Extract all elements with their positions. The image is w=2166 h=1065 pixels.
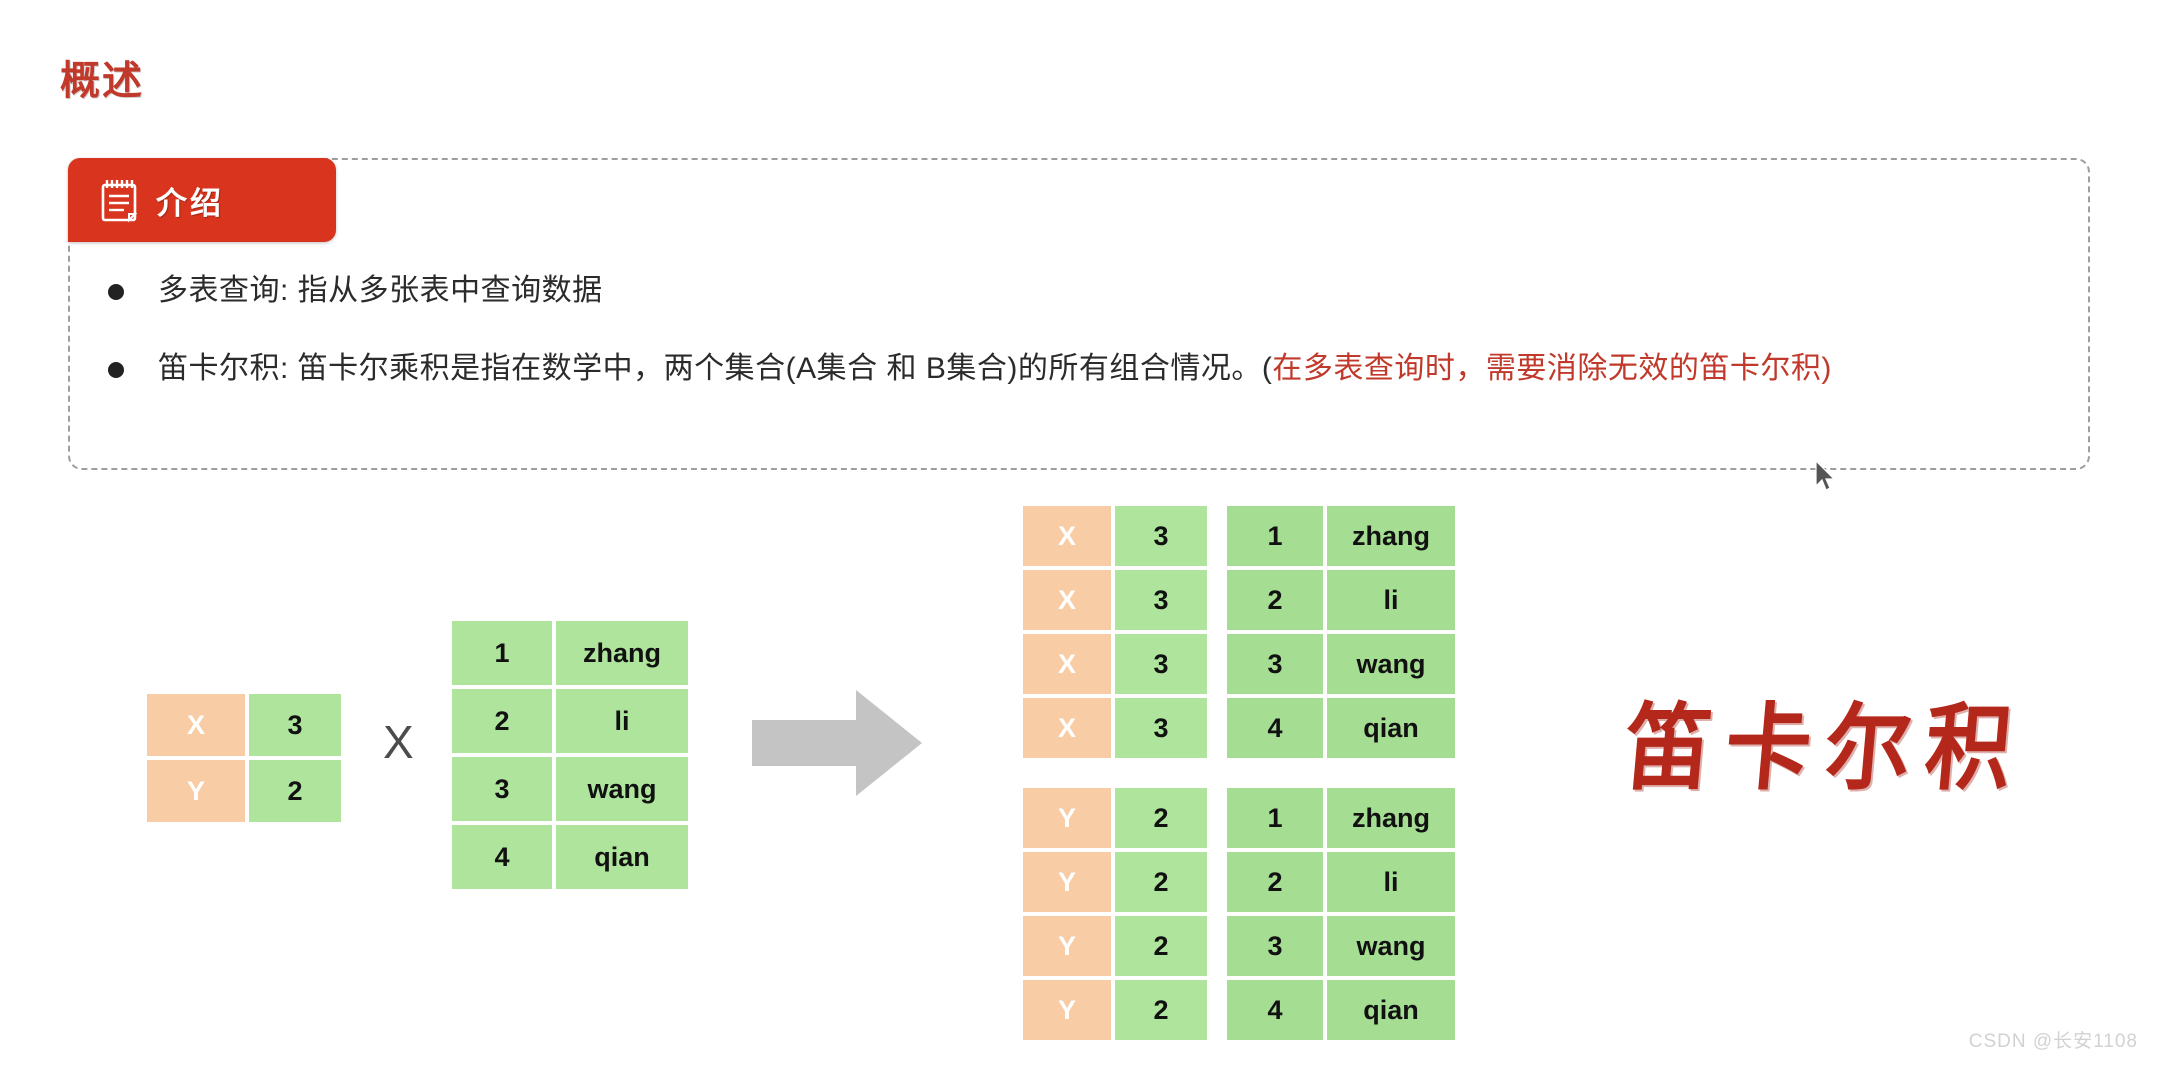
table-row: Y 2: [147, 760, 341, 822]
cell-value: 3: [1115, 506, 1207, 566]
table-row: 3 wang: [452, 757, 688, 821]
table-row: 2 li: [452, 689, 688, 753]
cell-value: 2: [1115, 980, 1207, 1040]
intro-callout-box: 介绍 多表查询: 指从多张表中查询数据 笛卡尔积: 笛卡尔乘积是指在数学中，两个…: [68, 158, 2090, 470]
table-row: Y 2 2 li: [1023, 852, 1455, 912]
cell-name: qian: [556, 825, 688, 889]
cell-key: X: [147, 694, 245, 756]
cell-key: Y: [1023, 916, 1111, 976]
cell-key: X: [1023, 698, 1111, 758]
list-item: 笛卡尔积: 笛卡尔乘积是指在数学中，两个集合(A集合 和 B集合)的所有组合情况…: [108, 350, 2068, 388]
cell-name: li: [556, 689, 688, 753]
bullet-dot-icon: [108, 361, 124, 378]
result-block-x: X 3 1 zhang X 3 2 li X 3: [1023, 506, 1455, 758]
cell-name: wang: [556, 757, 688, 821]
cell-key: Y: [1023, 852, 1111, 912]
cell-name: zhang: [556, 621, 688, 685]
cell-name: li: [1327, 852, 1455, 912]
cell-name: zhang: [1327, 788, 1455, 848]
cell-id: 2: [452, 689, 552, 753]
table-row: X 3 3 wang: [1023, 634, 1455, 694]
table-row: 4 qian: [452, 825, 688, 889]
right-arrow-icon: [752, 690, 922, 796]
table-row: X 3: [147, 694, 341, 756]
list-item: 多表查询: 指从多张表中查询数据: [108, 272, 2068, 310]
cell-name: wang: [1327, 634, 1455, 694]
result-block-y: Y 2 1 zhang Y 2 2 li Y 2: [1023, 788, 1455, 1040]
cartesian-product-table: X 3 1 zhang X 3 2 li X 3: [1023, 506, 1455, 1040]
table-row: X 3 4 qian: [1023, 698, 1455, 758]
intro-badge: 介绍: [68, 158, 336, 242]
table-row: Y 2 1 zhang: [1023, 788, 1455, 848]
bullet-dot-icon: [108, 284, 124, 300]
cell-key: X: [1023, 634, 1111, 694]
cell-name: qian: [1327, 980, 1455, 1040]
bullet-text-2: 笛卡尔积: 笛卡尔乘积是指在数学中，两个集合(A集合 和 B集合)的所有组合情况…: [158, 351, 1832, 385]
bullet-accent-tail: ): [1821, 351, 1832, 385]
cell-id: 1: [452, 621, 552, 685]
cell-id: 2: [1227, 570, 1323, 630]
cell-value: 3: [1115, 570, 1207, 630]
cell-key: Y: [147, 760, 245, 822]
cell-id: 1: [1227, 506, 1323, 566]
cell-value: 2: [1115, 916, 1207, 976]
bullet-text-1: 多表查询: 指从多张表中查询数据: [158, 274, 603, 307]
cell-value: 3: [249, 694, 341, 756]
table-row: Y 2 3 wang: [1023, 916, 1455, 976]
cell-value: 3: [1115, 698, 1207, 758]
cell-value: 3: [1115, 634, 1207, 694]
table-row: X 3 2 li: [1023, 570, 1455, 630]
cell-key: Y: [1023, 788, 1111, 848]
cell-key: Y: [1023, 980, 1111, 1040]
cell-id: 2: [1227, 852, 1323, 912]
cartesian-product-calligraphy: 笛卡尔积: [1620, 691, 2031, 803]
watermark: CSDN @长安1108: [1968, 1031, 2138, 1052]
cell-id: 3: [452, 757, 552, 821]
cell-name: qian: [1327, 698, 1455, 758]
notepad-icon: [101, 180, 138, 223]
cell-value: 2: [1115, 788, 1207, 848]
page-title: 概述: [60, 59, 144, 103]
set-b-table: 1 zhang 2 li 3 wang 4 qian: [452, 621, 688, 889]
cell-value: 2: [249, 760, 341, 822]
cell-id: 1: [1227, 788, 1323, 848]
cell-name: zhang: [1327, 506, 1455, 566]
cell-key: X: [1023, 570, 1111, 630]
cell-key: X: [1023, 506, 1111, 566]
cell-id: 3: [1227, 916, 1323, 976]
bullet-accent-text: 在多表查询时，需要消除无效的笛卡尔积: [1272, 351, 1822, 385]
mouse-cursor-icon: [1815, 460, 1836, 491]
set-a-table: X 3 Y 2: [147, 694, 341, 822]
multiply-symbol-icon: X: [383, 716, 414, 768]
cell-value: 2: [1115, 852, 1207, 912]
cell-name: li: [1327, 570, 1455, 630]
cell-id: 4: [452, 825, 552, 889]
result-block-divider: [1023, 762, 1455, 784]
table-row: X 3 1 zhang: [1023, 506, 1455, 566]
intro-badge-label: 介绍: [156, 185, 224, 221]
cell-id: 3: [1227, 634, 1323, 694]
table-row: Y 2 4 qian: [1023, 980, 1455, 1040]
cell-name: wang: [1327, 916, 1455, 976]
cell-id: 4: [1227, 980, 1323, 1040]
cell-id: 4: [1227, 698, 1323, 758]
bullet-list: 多表查询: 指从多张表中查询数据 笛卡尔积: 笛卡尔乘积是指在数学中，两个集合(…: [108, 272, 2068, 427]
table-row: 1 zhang: [452, 621, 688, 685]
